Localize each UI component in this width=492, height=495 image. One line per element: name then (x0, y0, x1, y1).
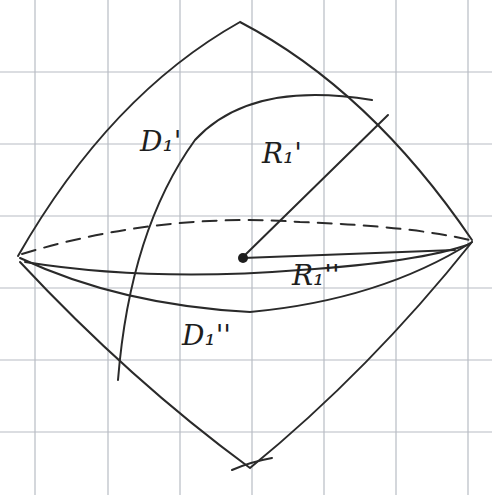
radius-label: R₁' (262, 140, 302, 168)
surface-label: D₁' (140, 128, 181, 156)
surface-label: D₁'' (182, 322, 231, 350)
bicone-outline (18, 22, 472, 470)
radius-label: R₁'' (292, 262, 340, 290)
center-point (238, 253, 248, 263)
